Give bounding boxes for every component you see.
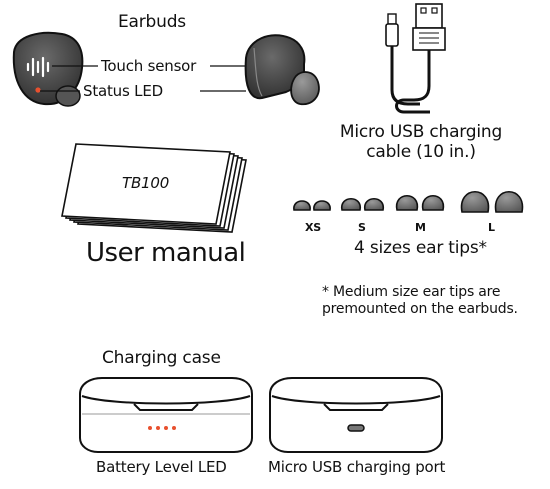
cable-label-line1: Micro USB charging <box>339 122 503 142</box>
earbud-front-icon <box>12 31 84 107</box>
ear-tips-note-line2: premounted on the earbuds. <box>322 301 518 317</box>
battery-level-led-label: Battery Level LED <box>96 458 227 476</box>
micro-usb-port <box>347 424 365 432</box>
touch-sensor-label: Touch sensor <box>101 57 197 75</box>
earbud-side-icon <box>244 34 320 106</box>
status-led-label: Status LED <box>83 82 163 100</box>
cable-label-line2: cable (10 in.) <box>366 142 476 162</box>
charging-case-back-icon <box>269 377 443 453</box>
user-manual-label: User manual <box>86 238 246 268</box>
micro-usb-cable-icon <box>385 3 446 114</box>
manual-cover-model: TB100 <box>122 174 170 192</box>
charging-case-icon <box>79 377 253 453</box>
ear-tip-size-m: M <box>415 221 426 234</box>
ear-tip-size-xs: XS <box>305 221 322 234</box>
ear-tips-note-line1: * Medium size ear tips are <box>322 284 501 300</box>
user-manual-icon <box>61 143 247 233</box>
status-led-dot <box>35 87 41 93</box>
ear-tip-icon <box>293 190 524 213</box>
ear-tip-size-s: S <box>358 221 366 234</box>
earbuds-title: Earbuds <box>118 12 186 32</box>
micro-usb-port-label: Micro USB charging port <box>268 458 446 476</box>
ear-tips-label: 4 sizes ear tips* <box>354 238 487 258</box>
charging-case-title: Charging case <box>102 348 221 368</box>
ear-tip-size-l: L <box>488 221 495 234</box>
battery-led-dots <box>148 426 176 430</box>
